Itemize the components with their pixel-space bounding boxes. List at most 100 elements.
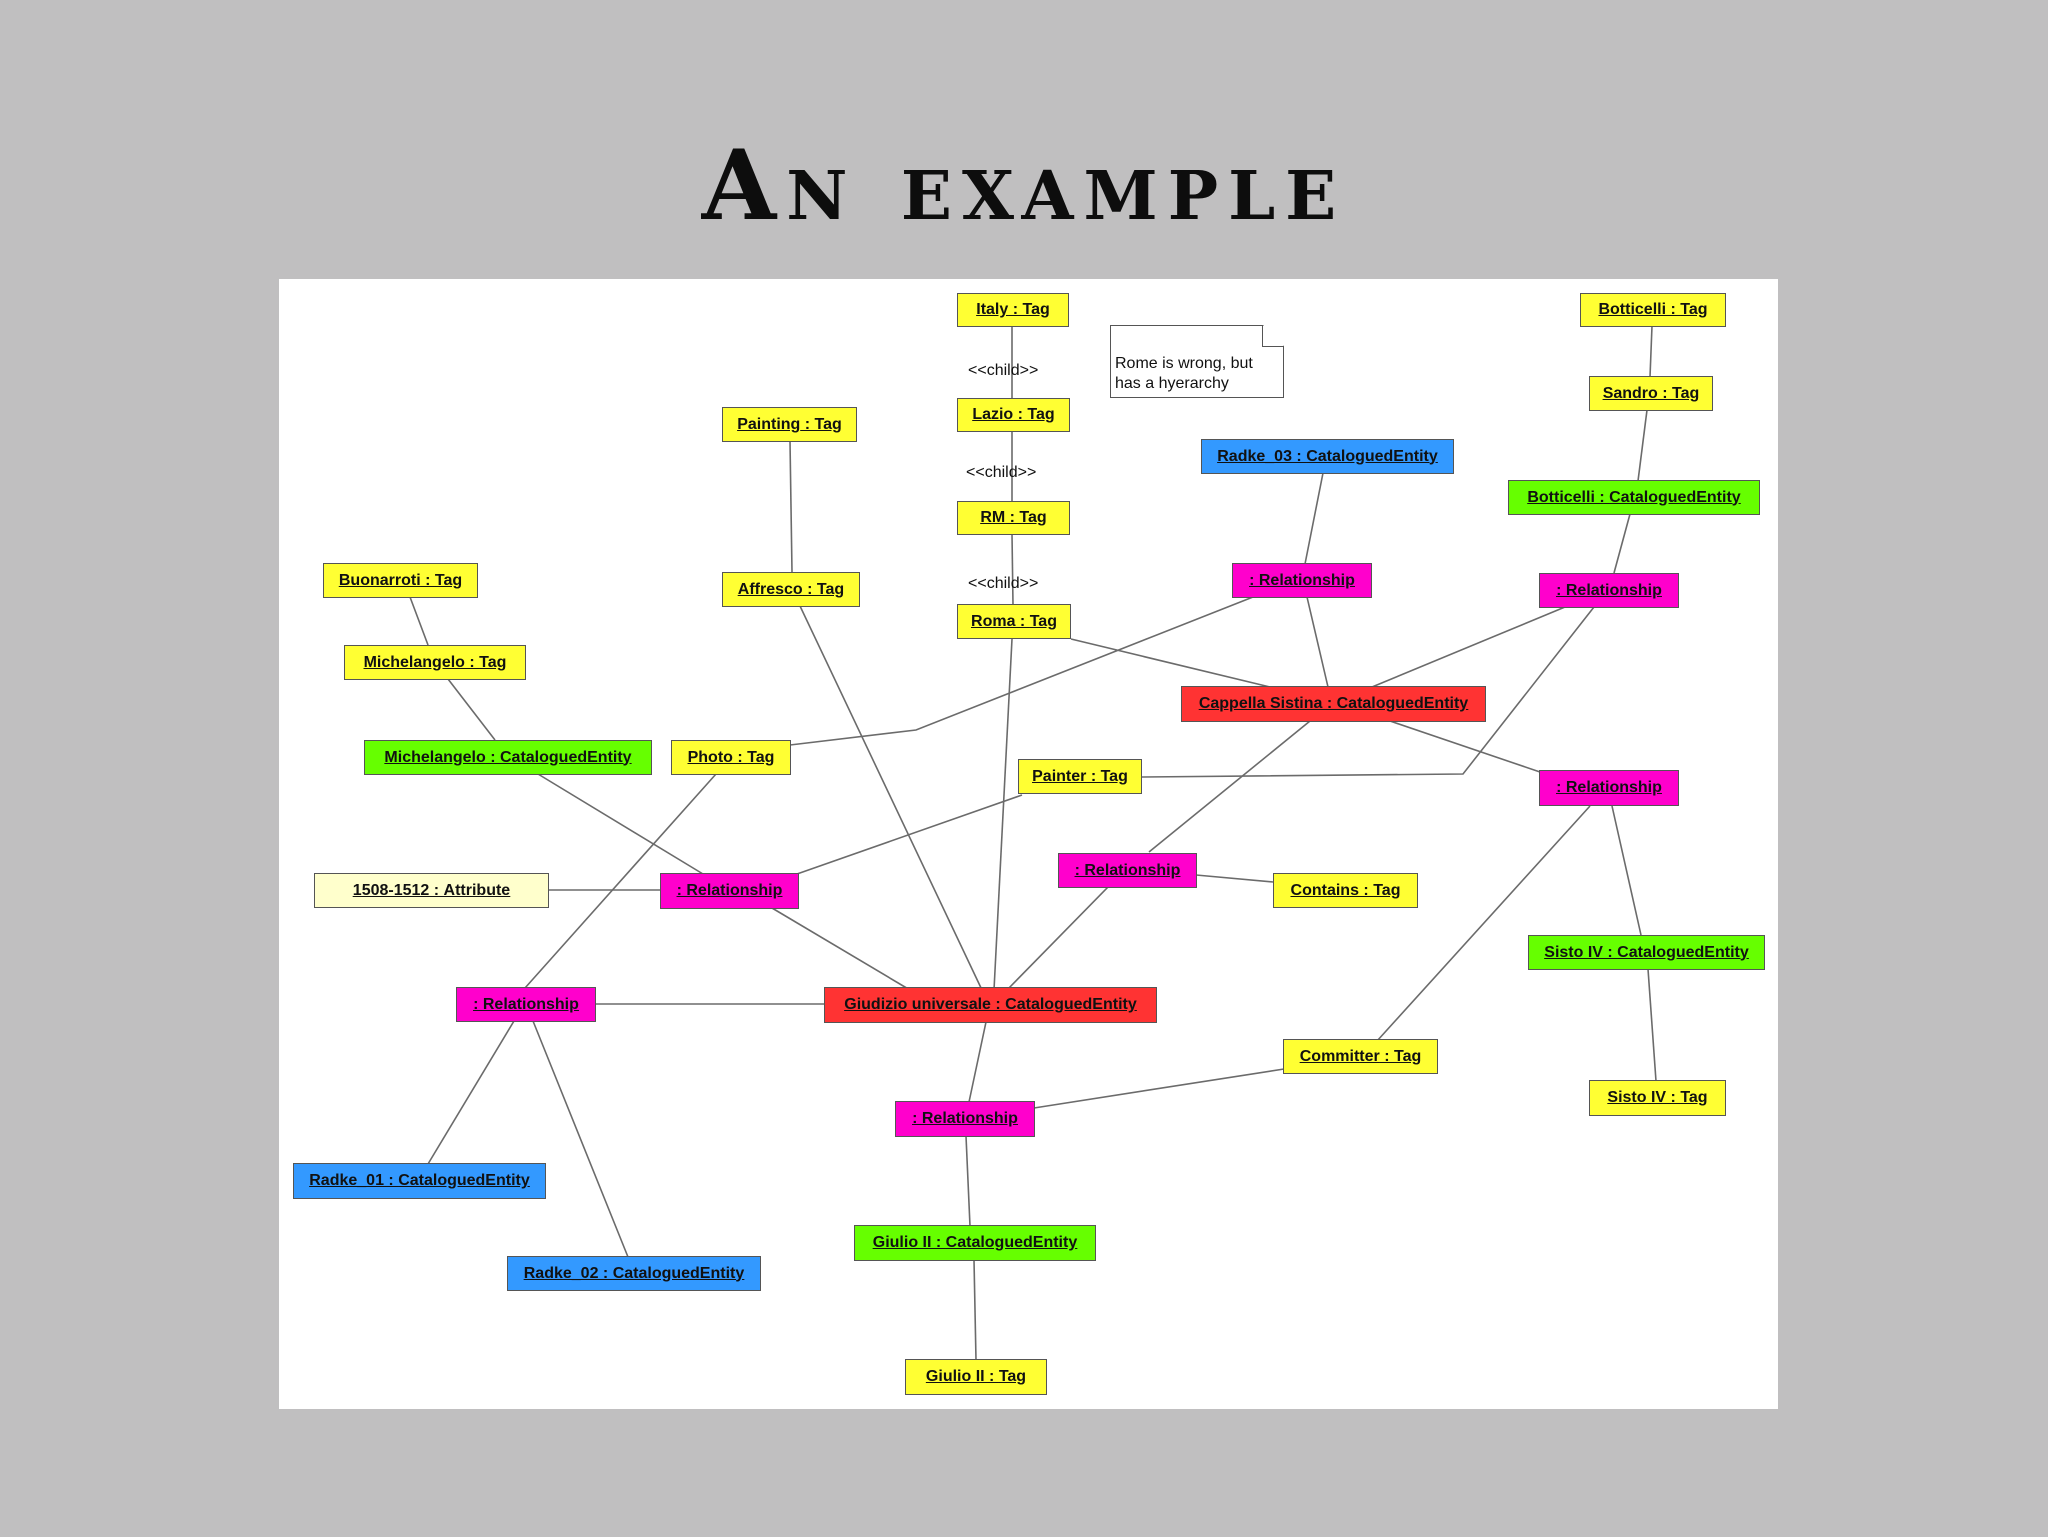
node-label-name: Radke_02	[523, 1264, 599, 1282]
node-label-name: Contains	[1290, 881, 1359, 899]
node-relationship-left[interactable]: : Relationship	[456, 987, 596, 1022]
node-photo-tag[interactable]: Photo : Tag	[671, 740, 791, 775]
node-label-name: Giulio II	[872, 1234, 932, 1251]
node-label-type: Relationship	[482, 995, 579, 1013]
node-label-type: CataloguedEntity	[1306, 447, 1438, 465]
node-label-type: Tag	[1029, 612, 1057, 630]
node-radke01-entity[interactable]: Radke_01 : CataloguedEntity	[293, 1163, 546, 1199]
stereotype-italy-lazio: <<child>>	[968, 362, 1039, 379]
node-relationship-left-mid[interactable]: : Relationship	[660, 873, 799, 909]
node-label-name: Radke_03	[1217, 447, 1292, 465]
node-label-type: CataloguedEntity	[398, 1172, 530, 1189]
node-label-name: Sisto IV	[1544, 943, 1603, 961]
node-label-type: Relationship	[921, 1110, 1018, 1127]
node-sandro-tag[interactable]: Sandro : Tag	[1589, 376, 1713, 411]
node-label-name: Michelangelo	[363, 653, 465, 671]
node-botticelli-tag[interactable]: Botticelli : Tag	[1580, 293, 1726, 327]
node-label-name: Roma	[971, 612, 1016, 630]
node-label-type: Tag	[1027, 406, 1055, 423]
node-contains-tag[interactable]: Contains : Tag	[1273, 873, 1418, 908]
node-label-type: Relationship	[1084, 861, 1181, 879]
node-label-name: 1508-1512	[352, 881, 430, 899]
node-label-name: Radke_01	[309, 1172, 384, 1189]
node-label-type: CataloguedEntity	[1005, 996, 1137, 1013]
node-giudizio-universale-entity[interactable]: Giudizio universale : CataloguedEntity	[824, 987, 1157, 1023]
node-label-type: Tag	[747, 748, 775, 766]
node-label-name: Committer	[1299, 1047, 1380, 1065]
node-label-type: Relationship	[1258, 571, 1355, 589]
note-fold-corner	[1262, 325, 1284, 347]
node-label-name: Giudizio universale	[844, 996, 991, 1013]
node-giulio-ii-entity[interactable]: Giulio II : CataloguedEntity	[854, 1225, 1096, 1261]
node-relationship-top-right[interactable]: : Relationship	[1539, 573, 1679, 608]
node-label-type: Tag	[1019, 509, 1047, 526]
node-label-name: Giulio II	[925, 1368, 985, 1385]
node-relationship-top-mid[interactable]: : Relationship	[1232, 563, 1372, 598]
node-radke03-entity[interactable]: Radke_03 : CataloguedEntity	[1201, 439, 1454, 474]
node-label-type: Tag	[1680, 1089, 1708, 1106]
node-label-type: Relationship	[1565, 581, 1662, 599]
node-label-type: Relationship	[1565, 779, 1662, 796]
slide-title: An example	[701, 129, 1347, 242]
node-label-name: Painting	[737, 415, 801, 433]
node-michelangelo-tag[interactable]: Michelangelo : Tag	[344, 645, 526, 680]
node-label-name: Sisto IV	[1607, 1089, 1667, 1106]
node-buonarroti-tag[interactable]: Buonarroti : Tag	[323, 563, 478, 598]
node-label-type: Tag	[816, 580, 845, 598]
node-date-attribute[interactable]: 1508-1512 : Attribute	[314, 873, 549, 908]
node-label-type: CataloguedEntity	[1336, 695, 1469, 712]
node-label-name: Affresco	[737, 580, 803, 598]
node-botticelli-entity[interactable]: Botticelli : CataloguedEntity	[1508, 480, 1760, 515]
node-committer-tag[interactable]: Committer : Tag	[1283, 1039, 1438, 1074]
node-label-type: Tag	[998, 1368, 1027, 1385]
node-rm-tag[interactable]: RM : Tag	[957, 501, 1070, 535]
node-label-type: Tag	[479, 653, 507, 671]
node-label-name: Buonarroti	[338, 571, 421, 589]
node-label-name: Michelangelo	[384, 748, 486, 766]
node-label-type: CataloguedEntity	[1617, 943, 1749, 961]
node-michelangelo-entity[interactable]: Michelangelo : CataloguedEntity	[364, 740, 652, 775]
node-label-name: Italy	[976, 301, 1009, 318]
node-label-type: Tag	[1373, 881, 1401, 899]
node-label-name: Botticelli	[1527, 488, 1595, 506]
node-label-name: Sandro	[1602, 384, 1658, 402]
node-label-type: Relationship	[686, 882, 783, 899]
node-painting-tag[interactable]: Painting : Tag	[722, 407, 857, 442]
node-label-type: Tag	[434, 571, 463, 589]
node-giulio-ii-tag[interactable]: Giulio II : Tag	[905, 1359, 1047, 1395]
node-label-type: Attribute	[443, 881, 511, 899]
node-label-type: Tag	[814, 415, 842, 433]
node-label-type: Tag	[1672, 384, 1700, 402]
node-painter-tag[interactable]: Painter : Tag	[1018, 759, 1142, 794]
node-sisto-iv-tag[interactable]: Sisto IV : Tag	[1589, 1080, 1726, 1116]
node-label-type: Tag	[1680, 301, 1708, 318]
annotation-note: Rome is wrong, but has a hyerarchy	[1110, 325, 1284, 398]
node-label-type: CataloguedEntity	[500, 748, 632, 766]
node-label-type: Tag	[1393, 1047, 1422, 1065]
stereotype-lazio-rm: <<child>>	[966, 464, 1037, 481]
node-relationship-center[interactable]: : Relationship	[1058, 853, 1197, 888]
node-relationship-right[interactable]: : Relationship	[1539, 770, 1679, 806]
node-label-type: CataloguedEntity	[945, 1234, 1078, 1251]
node-radke02-entity[interactable]: Radke_02 : CataloguedEntity	[507, 1256, 761, 1291]
node-sisto-iv-entity[interactable]: Sisto IV : CataloguedEntity	[1528, 935, 1765, 970]
node-label-name: Botticelli	[1598, 301, 1667, 318]
node-cappella-sistina-entity[interactable]: Cappella Sistina : CataloguedEntity	[1181, 686, 1486, 722]
node-affresco-tag[interactable]: Affresco : Tag	[722, 572, 860, 607]
node-label-name: Lazio	[972, 406, 1014, 423]
node-label-name: Cappella Sistina	[1198, 695, 1323, 712]
node-label-type: Tag	[1100, 767, 1128, 785]
node-roma-tag[interactable]: Roma : Tag	[957, 604, 1071, 639]
node-relationship-bottom[interactable]: : Relationship	[895, 1101, 1035, 1137]
node-label-type: Tag	[1022, 301, 1050, 318]
node-label-type: CataloguedEntity	[1609, 488, 1741, 506]
node-lazio-tag[interactable]: Lazio : Tag	[957, 398, 1070, 432]
node-label-name: Photo	[687, 748, 733, 766]
node-italy-tag[interactable]: Italy : Tag	[957, 293, 1069, 327]
note-line-1: Rome is wrong, but	[1115, 355, 1253, 372]
node-label-name: RM	[980, 509, 1006, 526]
node-label-type: CataloguedEntity	[612, 1264, 745, 1282]
stereotype-rm-roma: <<child>>	[968, 575, 1039, 592]
note-line-2: has a hyerarchy	[1115, 375, 1229, 392]
node-label-name: Painter	[1032, 767, 1087, 785]
